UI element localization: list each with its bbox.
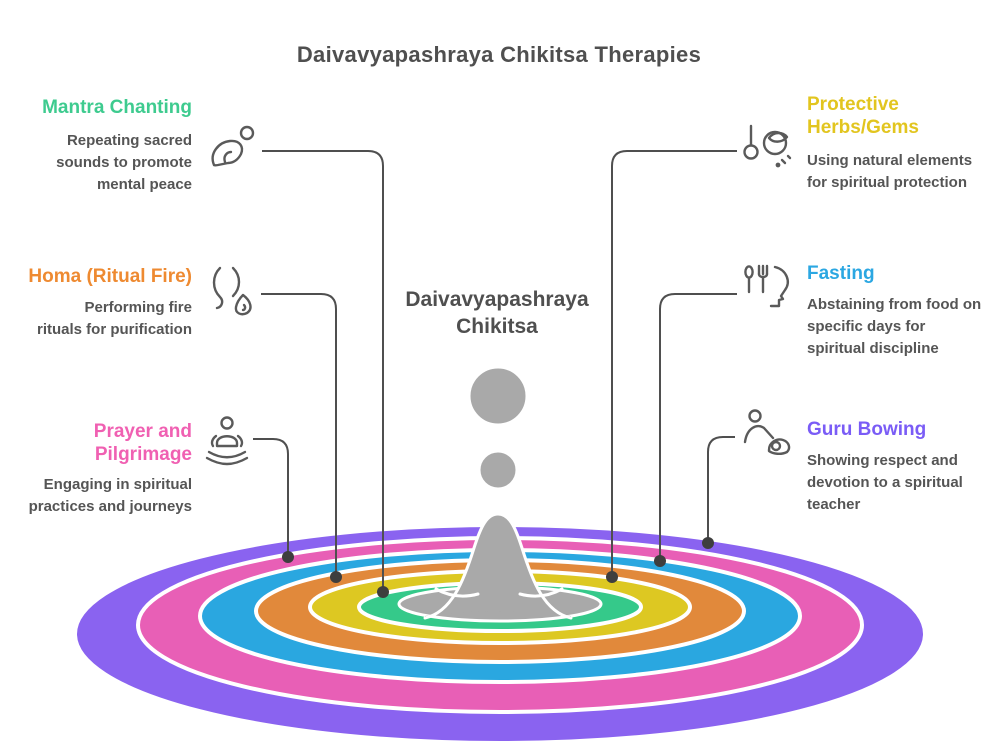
item-desc-prayer-and-pilgrimage: Engaging in spiritual practices and jour…	[28, 476, 192, 515]
connector-protective-herbs-gems	[611, 150, 737, 577]
connector-prayer-and-pilgrimage	[253, 438, 289, 557]
cutlery-head-icon	[740, 262, 792, 323]
item-title-protective-herbs-gems: Protective Herbs/Gems	[807, 94, 919, 138]
connector-fasting	[659, 293, 737, 561]
pendulum-herb-icon	[738, 124, 796, 189]
item-desc-mantra-chanting: Repeating sacred sounds to promote menta…	[56, 132, 192, 193]
connector-dot-fasting	[654, 555, 666, 567]
droplet-small	[477, 449, 519, 491]
meditating-person-icon	[202, 414, 252, 473]
connector-guru-bowing	[707, 436, 735, 543]
item-title-prayer-and-pilgrimage: Prayer and Pilgrimage	[93, 421, 192, 465]
droplet-large	[467, 365, 529, 427]
splash-ripple-right	[518, 587, 564, 598]
connector-mantra-chanting	[262, 150, 384, 592]
splash-ripple-left	[434, 587, 480, 598]
splash-column-fill	[425, 514, 571, 618]
item-desc-protective-herbs-gems: Using natural elements for spiritual pro…	[807, 152, 973, 191]
connector-dot-mantra-chanting	[377, 586, 389, 598]
bowing-person-icon	[740, 408, 794, 469]
item-title-mantra-chanting: Mantra Chanting	[42, 97, 192, 118]
item-title-fasting: Fasting	[807, 263, 875, 284]
connector-homa-ritual-fire	[261, 293, 337, 577]
item-desc-homa-ritual-fire: Performing fire rituals for purification	[37, 299, 193, 338]
connector-dot-guru-bowing	[702, 537, 714, 549]
splash-column-outline	[423, 512, 573, 620]
item-title-homa-ritual-fire: Homa (Ritual Fire)	[28, 266, 192, 287]
prostrating-person-icon	[202, 122, 260, 181]
connector-dot-prayer-and-pilgrimage	[282, 551, 294, 563]
item-title-guru-bowing: Guru Bowing	[807, 419, 927, 440]
item-desc-guru-bowing: Showing respect and devotion to a spirit…	[807, 452, 963, 513]
item-desc-fasting: Abstaining from food on specific days fo…	[807, 296, 982, 357]
connector-dot-homa-ritual-fire	[330, 571, 342, 583]
page-title: Daivavyapashraya Chikitsa Therapies	[296, 42, 702, 67]
center-label: Daivavyapashraya Chikitsa	[405, 288, 589, 338]
connector-dot-protective-herbs-gems	[606, 571, 618, 583]
ritual-fire-icon	[204, 262, 258, 325]
